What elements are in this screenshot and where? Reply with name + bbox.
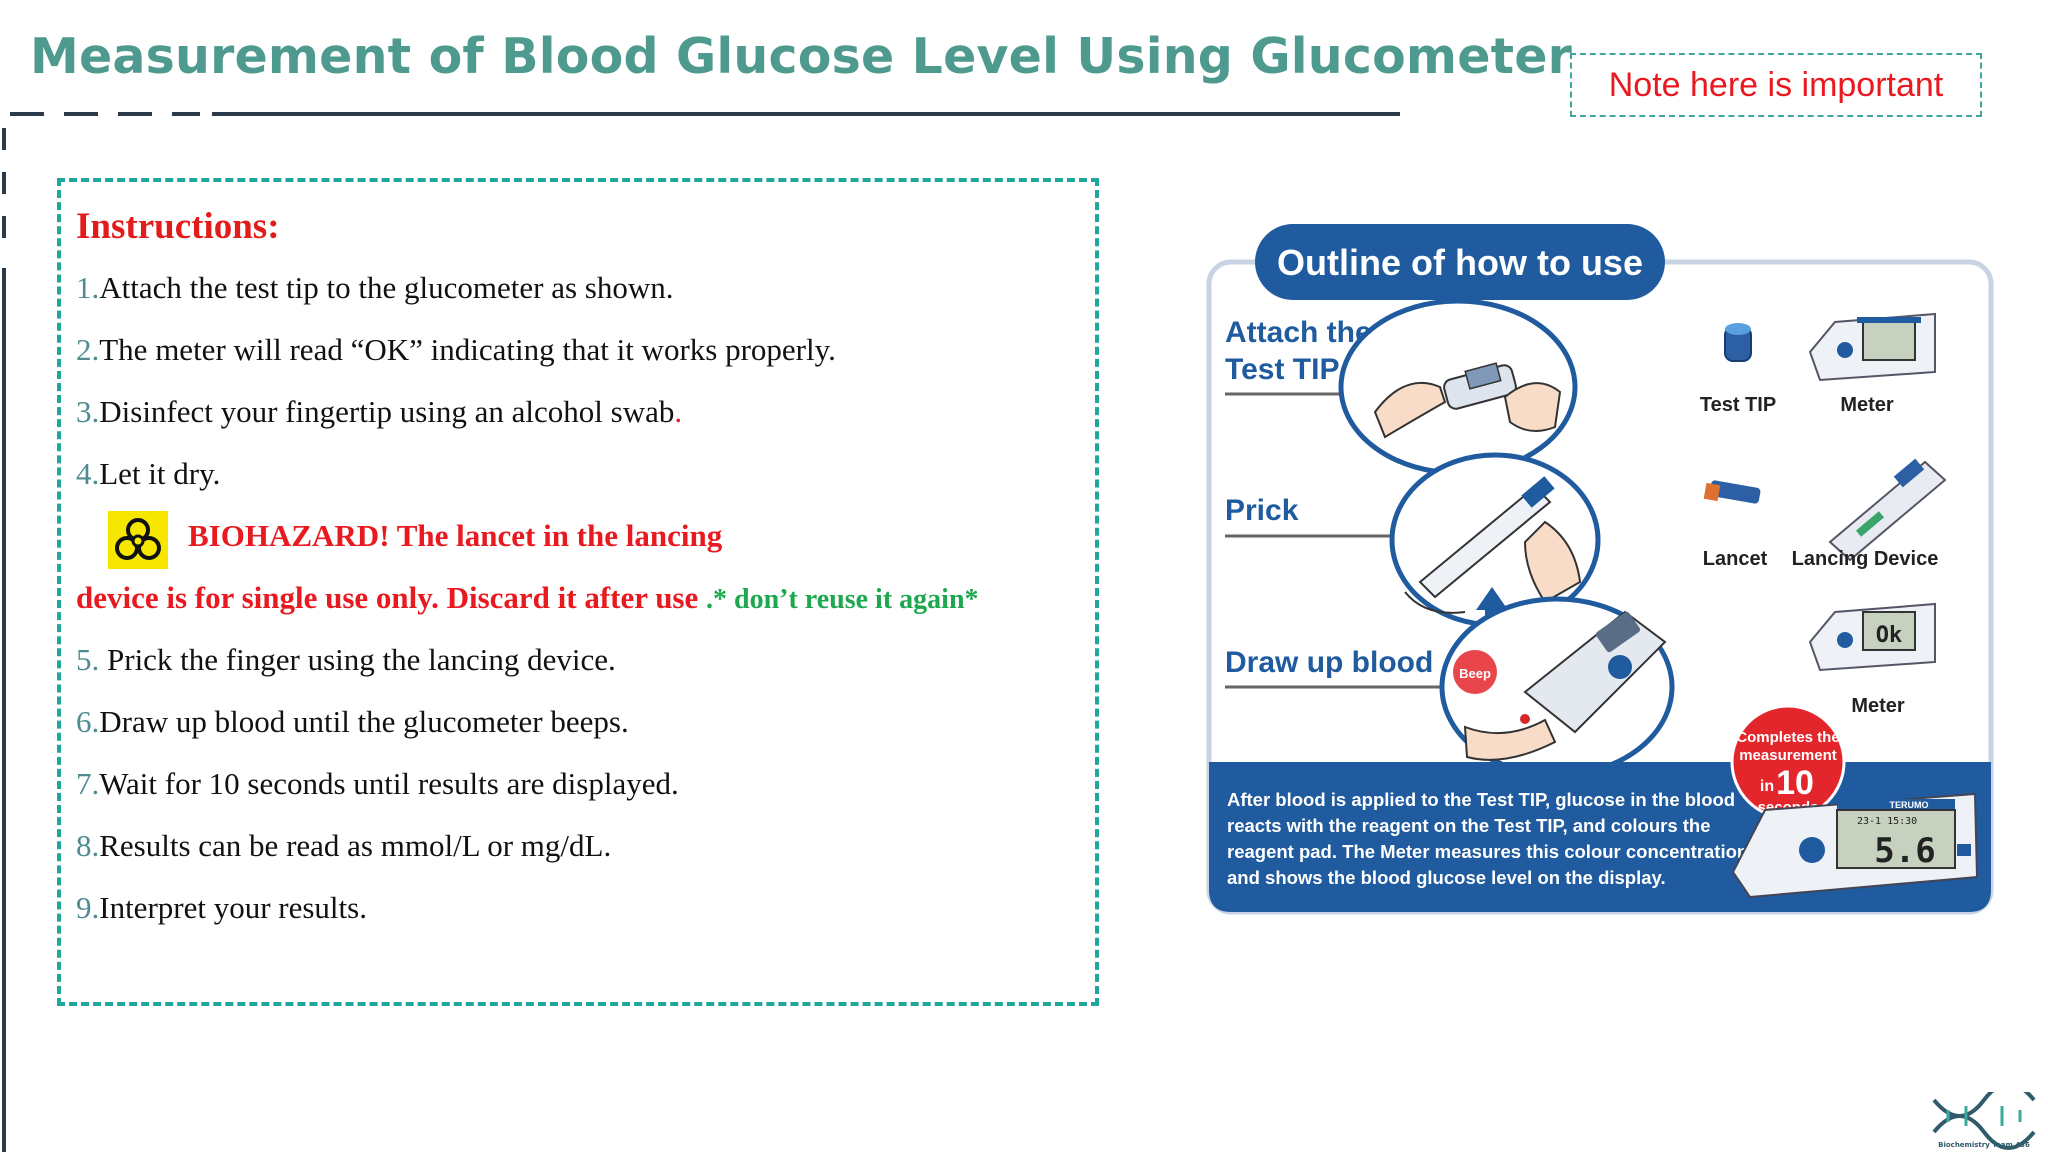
step-3: 3.Disinfect your fingertip using an alco…: [76, 394, 683, 429]
left-margin-rule: [2, 128, 6, 1152]
figure-header: Outline of how to use: [1277, 242, 1643, 283]
svg-text:in: in: [1760, 778, 1774, 795]
step-1: 1.Attach the test tip to the glucometer …: [76, 270, 674, 305]
lancet-icon: [1703, 480, 1761, 504]
display-value: 5.6: [1874, 831, 1935, 871]
lancing-device-icon: [1828, 458, 1947, 562]
up-arrow-icon: [1476, 587, 1508, 627]
label-attach-1: Attach the: [1225, 316, 1372, 349]
label-draw: Draw up blood: [1225, 646, 1433, 679]
label-meter: Meter: [1840, 394, 1894, 416]
meter-ok-icon: [1808, 602, 1936, 672]
svg-text:10: 10: [1776, 764, 1814, 802]
note-line-4: and shows the blood glucose level on the…: [1227, 867, 1666, 888]
label-lancet: Lancet: [1703, 548, 1768, 570]
step-6: 6.Draw up blood until the glucometer bee…: [76, 704, 629, 739]
label-attach-2: Test TIP: [1225, 353, 1339, 386]
glucometer-usage-figure: Outline of how to use Attach the Test TI…: [1206, 224, 1994, 915]
biohazard-warning-line-2: device is for single use only. Discard i…: [76, 580, 979, 615]
step-9: 9.Interpret your results.: [76, 890, 367, 925]
label-lancing-device: Lancing Device: [1792, 548, 1939, 570]
team-logo: Biochemistry Team 436: [1932, 1092, 2036, 1150]
step-5: 5. Prick the finger using the lancing de…: [76, 642, 616, 677]
note-line-2: reacts with the reagent on the Test TIP,…: [1227, 815, 1711, 836]
important-note-box: Note here is important: [1570, 53, 1982, 117]
label-meter-2: Meter: [1851, 695, 1905, 717]
brand-label: TERUMO: [1890, 800, 1929, 810]
page-title: Measurement of Blood Glucose Level Using…: [30, 28, 1573, 85]
svg-text:Beep: Beep: [1459, 666, 1491, 681]
svg-text:23-1 15:30: 23-1 15:30: [1857, 816, 1917, 827]
beep-bubble: [1453, 650, 1497, 694]
test-tip-icon: [1724, 323, 1752, 362]
step-7: 7.Wait for 10 seconds until results are …: [76, 766, 679, 801]
title-underline: [10, 112, 1400, 116]
meter-icon: [1808, 312, 1936, 382]
biohazard-warning-line-1: BIOHAZARD! The lancet in the lancing: [76, 511, 1095, 579]
label-test-tip: Test TIP: [1700, 394, 1776, 416]
biohazard-icon: [108, 511, 168, 569]
svg-text:Completes the: Completes the: [1736, 729, 1839, 746]
note-line-3: reagent pad. The Meter measures this col…: [1227, 841, 1753, 862]
reuse-warning: .* don’t reuse it again*: [706, 584, 979, 615]
team-logo-text: Biochemistry Team 436: [1938, 1141, 2030, 1149]
step-8: 8.Results can be read as mmol/L or mg/dL…: [76, 828, 612, 863]
label-prick: Prick: [1225, 494, 1299, 527]
display-ok: Ok: [1876, 623, 1903, 648]
important-note-text: Note here is important: [1608, 65, 1944, 104]
step-2: 2.The meter will read “OK” indicating th…: [76, 332, 836, 367]
instructions-heading: Instructions:: [76, 206, 280, 247]
meter-result-icon: [1731, 792, 1979, 899]
instructions-box: Instructions: 1.Attach the test tip to t…: [57, 178, 1099, 1006]
step-4: 4.Let it dry.: [76, 456, 221, 491]
svg-text:measurement: measurement: [1739, 747, 1837, 764]
figure-header-pill: [1255, 224, 1665, 300]
note-line-1: After blood is applied to the Test TIP, …: [1227, 789, 1735, 810]
